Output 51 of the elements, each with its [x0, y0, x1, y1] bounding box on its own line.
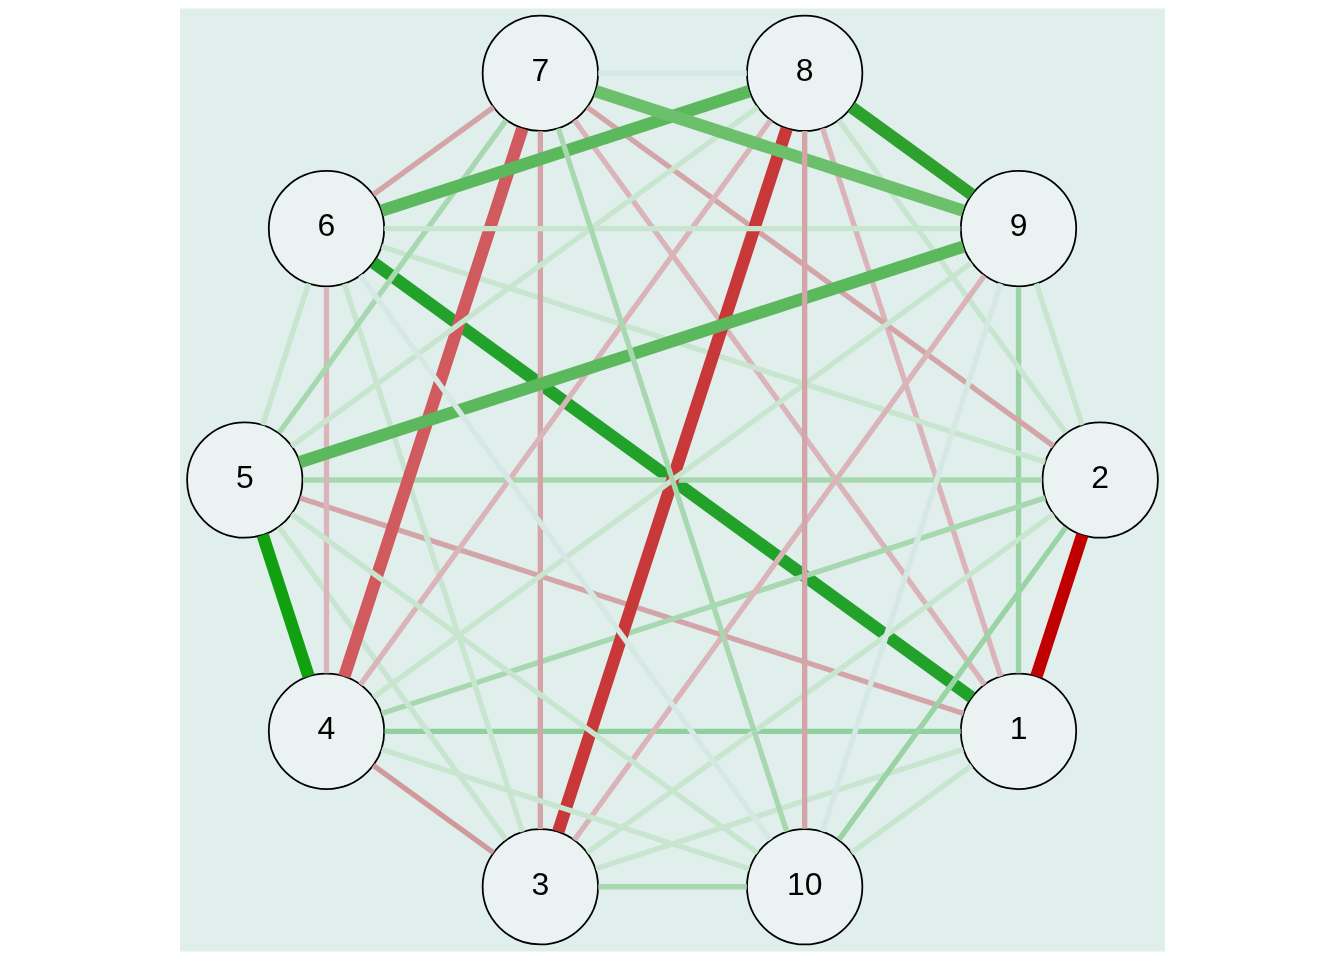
- connector: [259, 282, 311, 426]
- node-circle: 4: [267, 672, 385, 790]
- connector: [849, 763, 973, 855]
- connector: [1015, 287, 1021, 674]
- connector: [585, 511, 1055, 855]
- connector: [357, 273, 773, 842]
- connector: [297, 240, 965, 469]
- connector: [597, 884, 747, 890]
- connector: [380, 746, 750, 872]
- node-circle: 2: [1041, 421, 1159, 539]
- connector: [571, 118, 987, 687]
- connector: [357, 118, 773, 687]
- connector: [341, 283, 525, 833]
- connector: [276, 525, 508, 841]
- connector: [1030, 533, 1088, 679]
- node-circle: 10: [745, 828, 863, 946]
- node-circle: 9: [959, 170, 1077, 288]
- node-circle: 7: [481, 14, 599, 132]
- connector: [1033, 282, 1085, 426]
- connector: [537, 131, 543, 829]
- connector: [371, 763, 495, 855]
- node-circle: 5: [185, 421, 303, 539]
- node-circle: 6: [267, 170, 385, 288]
- connector: [289, 511, 759, 855]
- connector: [819, 282, 1003, 833]
- connector: [597, 70, 747, 76]
- connector: [593, 85, 965, 217]
- connector: [379, 85, 751, 217]
- node-circle: 8: [745, 14, 863, 132]
- connector: [836, 118, 1068, 435]
- connector: [298, 495, 964, 717]
- connector: [323, 287, 329, 674]
- connector: [594, 746, 964, 872]
- connector: [289, 105, 759, 449]
- connector: [380, 495, 1046, 716]
- connector: [801, 131, 807, 829]
- connector: [836, 525, 1068, 842]
- connector: [571, 274, 987, 842]
- node-circle: 3: [481, 828, 599, 946]
- connector: [585, 105, 1055, 449]
- node-circle: 1: [959, 672, 1077, 790]
- connector: [371, 105, 495, 197]
- connector: [384, 728, 961, 735]
- connector: [383, 225, 960, 232]
- connector: [256, 533, 314, 679]
- connector: [847, 102, 975, 200]
- connector: [302, 477, 1042, 483]
- connector: [819, 127, 1003, 678]
- connector: [337, 126, 528, 679]
- connector: [380, 244, 1046, 465]
- connector: [276, 118, 508, 435]
